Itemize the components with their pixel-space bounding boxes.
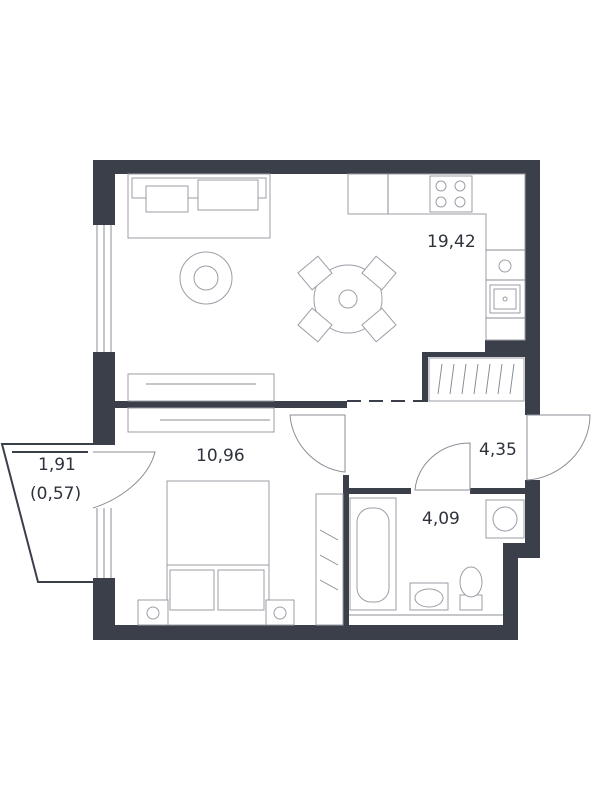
balcony bbox=[0, 443, 156, 583]
tv-panel bbox=[127, 407, 275, 433]
bathtub bbox=[349, 497, 397, 611]
washbasin bbox=[409, 582, 449, 611]
sofa bbox=[127, 173, 271, 239]
faucet-icon bbox=[498, 259, 512, 273]
area-balcony-reduced: (0,57) bbox=[30, 484, 81, 504]
nightstand-left bbox=[137, 599, 169, 626]
wardrobe-bedroom bbox=[315, 493, 344, 626]
stove-icon bbox=[429, 175, 473, 213]
walls bbox=[93, 160, 540, 640]
area-balcony: 1,91 bbox=[38, 455, 76, 475]
tv-stand bbox=[127, 373, 275, 402]
washing-machine bbox=[485, 499, 525, 539]
wardrobe-hallway bbox=[428, 357, 525, 402]
nightstand-right bbox=[265, 599, 295, 626]
area-bedroom: 10,96 bbox=[196, 446, 245, 466]
area-living-kitchen: 19,42 bbox=[427, 232, 476, 252]
area-bathroom: 4,09 bbox=[422, 509, 460, 529]
coffee-table bbox=[179, 251, 233, 305]
door-swings bbox=[289, 400, 591, 491]
area-hallway: 4,35 bbox=[479, 440, 517, 460]
toilet bbox=[459, 566, 483, 611]
bed bbox=[166, 480, 270, 626]
sink-icon bbox=[489, 284, 521, 314]
window-left-top bbox=[96, 225, 112, 352]
dining-table bbox=[297, 255, 397, 343]
window-left-bottom bbox=[96, 508, 112, 578]
